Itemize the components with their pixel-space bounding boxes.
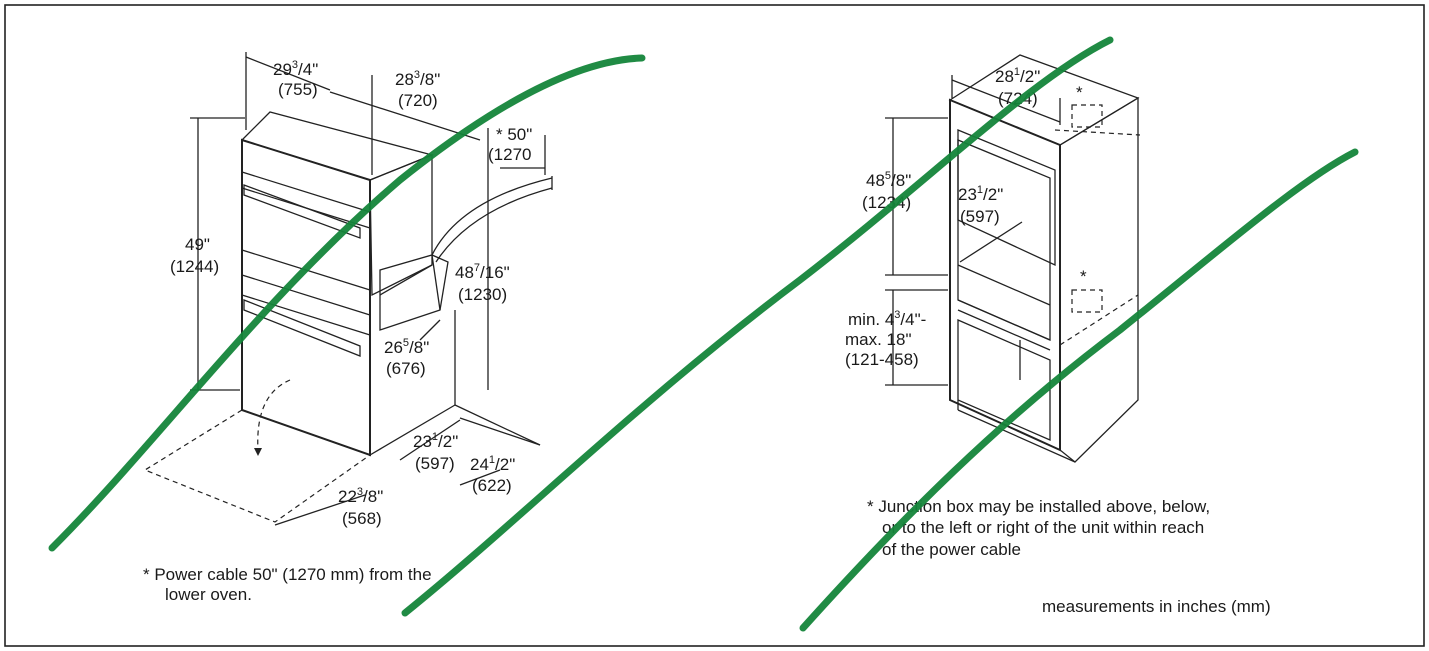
cut-depth-mm: (622) — [472, 476, 512, 495]
svg-text:281/2": 281/2" — [995, 66, 1040, 86]
height-body-mm: (1230) — [458, 285, 507, 304]
cut-width-mm: (597) — [415, 454, 455, 473]
right-dimension-labels: 281/2" (724) * * 485/8" (1234) 231/2" (5… — [845, 66, 1271, 616]
junction-note-line1: * Junction box may be installed above, b… — [867, 497, 1210, 516]
diagram-frame — [4, 4, 1425, 647]
height-total-main: 49" — [185, 235, 210, 254]
floor-gap-line2: max. 18" — [845, 330, 912, 349]
junction-asterisk-top: * — [1076, 83, 1083, 102]
svg-text:487/16": 487/16" — [455, 262, 510, 282]
power-cable-note-line2: lower oven. — [165, 585, 252, 604]
cut-height-main: 48 — [866, 171, 885, 190]
svg-text:283/8": 283/8" — [395, 69, 440, 89]
inner-width-main: 23 — [958, 185, 977, 204]
height-body-main: 48 — [455, 263, 474, 282]
right-dimension-lines — [885, 75, 1061, 386]
floor-gap-line1: min. 4 — [848, 310, 894, 329]
width-top-main: 29 — [273, 60, 292, 79]
cab-width-main: 28 — [995, 67, 1014, 86]
cut-width-main: 23 — [413, 432, 432, 451]
left-dimension-lines — [190, 52, 546, 526]
svg-text:265/8": 265/8" — [384, 337, 429, 357]
left-dimension-labels: 293/4" (755) 283/8" (720) * 50" (1270 49… — [143, 59, 532, 604]
green-annotation-strokes — [48, 36, 1359, 632]
svg-text:485/8": 485/8" — [866, 170, 911, 190]
floor-width-main: 22 — [338, 487, 357, 506]
cable-length-mm: (1270 — [488, 145, 531, 164]
svg-text:241/2": 241/2" — [470, 454, 515, 474]
svg-text:223/8": 223/8" — [338, 486, 383, 506]
inner-width-mm: (597) — [960, 207, 1000, 226]
svg-text:231/2": 231/2" — [413, 431, 458, 451]
svg-text:231/2": 231/2" — [958, 184, 1003, 204]
cabinet-drawing — [948, 54, 1141, 463]
height-total-mm: (1244) — [170, 257, 219, 276]
junction-asterisk-bottom: * — [1080, 267, 1087, 286]
depth-drawer-main: 26 — [384, 338, 403, 357]
power-cable-note-line1: * Power cable 50" (1270 mm) from the — [143, 565, 432, 584]
cut-depth-main: 24 — [470, 455, 489, 474]
junction-note-line2: or to the left or right of the unit with… — [882, 518, 1204, 537]
depth-top-mm: (720) — [398, 91, 438, 110]
units-note: measurements in inches (mm) — [1042, 597, 1271, 616]
svg-text:293/4": 293/4" — [273, 59, 318, 79]
floor-width-mm: (568) — [342, 509, 382, 528]
junction-note-line3: of the power cable — [882, 540, 1021, 559]
depth-drawer-mm: (676) — [386, 359, 426, 378]
svg-text:min. 43/4"-: min. 43/4"- — [848, 309, 926, 329]
width-top-mm: (755) — [278, 80, 318, 99]
depth-top-main: 28 — [395, 70, 414, 89]
cable-length-main: * 50" — [496, 125, 532, 144]
floor-gap-line3: (121-458) — [845, 350, 919, 369]
